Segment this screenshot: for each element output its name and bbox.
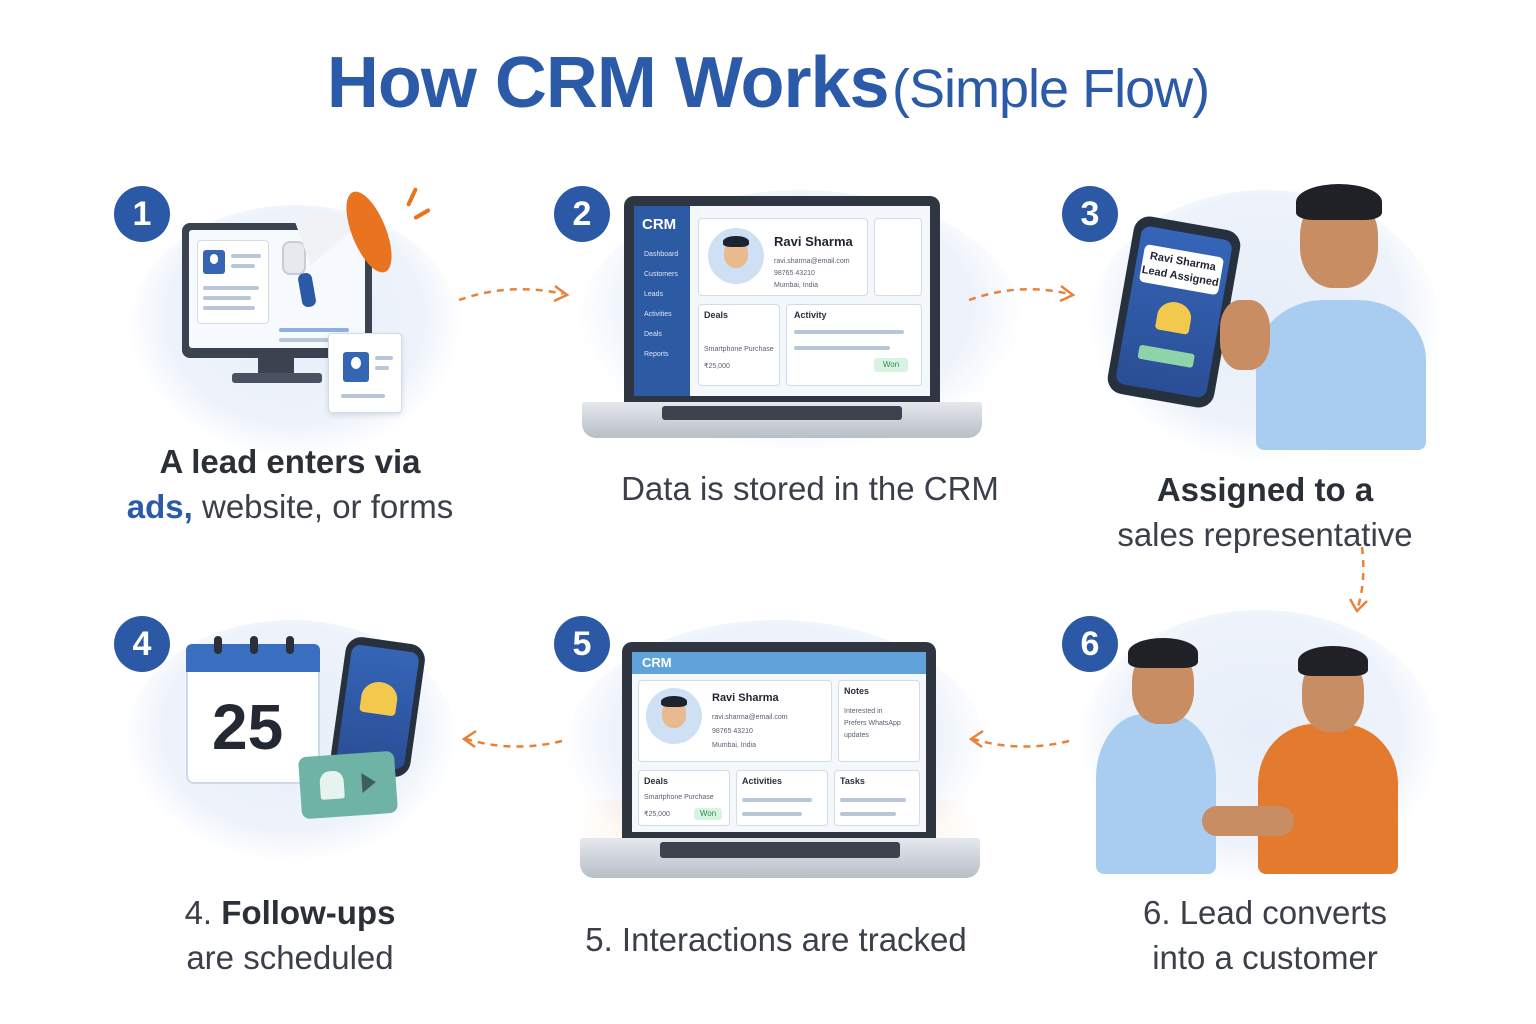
bell-icon [1154, 299, 1194, 335]
step-4-caption-bold: Follow-ups [221, 894, 396, 931]
deals-label: Deals [704, 310, 729, 320]
monitor-stand [258, 358, 294, 374]
info-card [874, 218, 922, 296]
tasks-label: Tasks [840, 776, 865, 786]
step-3: Ravi Sharma Lead Assigned Assigned to a … [1070, 180, 1470, 560]
step-6: 6. Lead converts into a customer [1070, 610, 1470, 980]
step-1: A lead enters via ads, website, or forms [110, 185, 470, 535]
notes-line-1: Interested in [844, 708, 883, 715]
step-badge-4: 4 [114, 616, 170, 672]
contact-phone: 98765 43210 [712, 728, 753, 735]
step-2-caption: Data is stored in the CRM [621, 470, 999, 507]
contact-location: Mumbai, India [712, 742, 756, 749]
deal-item: Smartphone Purchase [704, 346, 774, 353]
step-badge-6: 6 [1062, 616, 1118, 672]
notes-line-2: Prefers WhatsApp [844, 720, 901, 727]
step-5: CRM Ravi Sharma ravi.sharma@email.com 98… [556, 620, 996, 970]
step-1-caption: A lead enters via ads, website, or forms [110, 439, 470, 529]
phone-action-button[interactable] [1137, 344, 1195, 369]
step-4-caption: 4. Follow-ups are scheduled [110, 890, 470, 980]
deals-card [698, 304, 780, 386]
contact-email: ravi.sharma@email.com [774, 258, 850, 265]
sales-rep-shirt [1256, 300, 1426, 450]
step-4-caption-line2: are scheduled [186, 939, 394, 976]
contact-name: Ravi Sharma [774, 234, 853, 249]
step-1-caption-accent: ads, [126, 488, 193, 525]
calendar-day: 25 [212, 691, 284, 763]
megaphone-icon [280, 185, 401, 308]
nav-item-reports[interactable]: Reports [644, 351, 669, 358]
nav-item-dashboard[interactable]: Dashboard [644, 251, 679, 258]
deal-status-badge: Won [694, 808, 722, 820]
crm-app-label: CRM [642, 216, 677, 233]
nav-item-deals[interactable]: Deals [644, 331, 662, 338]
deals-label: Deals [644, 776, 669, 786]
notes-card [838, 680, 920, 762]
deal-status-badge: Won [874, 358, 908, 372]
crm-header-bar [632, 652, 926, 674]
activity-label: Activity [794, 310, 827, 320]
contact-location: Mumbai, India [774, 282, 818, 289]
nav-item-leads[interactable]: Leads [644, 291, 664, 298]
laptop-base [582, 402, 982, 438]
step-6-caption-line1: 6. Lead converts [1143, 894, 1387, 931]
title-main: How CRM Works [326, 43, 890, 123]
step-badge-2: 2 [554, 186, 610, 242]
crm-sidebar [634, 206, 690, 396]
step-1-caption-line1: A lead enters via [159, 443, 421, 480]
monitor-icon [182, 223, 372, 358]
deal-amount: ₹25,000 [644, 811, 670, 818]
flow-arrow-3-to-6 [1348, 546, 1368, 614]
step-4: 25 4. Follow-ups are scheduled [110, 610, 470, 980]
step-5-caption: 5. Interactions are tracked [585, 921, 967, 958]
contact-avatar [708, 228, 764, 284]
step-3-caption-line1: Assigned to a [1156, 471, 1374, 508]
monitor-base [232, 373, 322, 383]
reminder-card-icon [297, 750, 399, 820]
deal-item: Smartphone Purchase [644, 794, 714, 801]
sparkle-lines-icon [400, 185, 440, 235]
flow-arrow-1-to-2 [458, 285, 570, 303]
notes-label: Notes [844, 686, 870, 696]
laptop-base [580, 838, 980, 878]
title-sub: (Simple Flow) [892, 59, 1210, 119]
step-3-caption-line2: sales representative [1117, 516, 1413, 553]
step-badge-1: 1 [114, 186, 170, 242]
phone-notification: Ravi Sharma Lead Assigned [1138, 243, 1225, 296]
flow-arrow-2-to-3 [968, 285, 1076, 303]
step-1-caption-rest: website, or forms [192, 488, 454, 525]
flow-arrow-6-to-5 [968, 729, 1070, 749]
activity-card [786, 304, 922, 386]
calendar-icon: 25 [186, 636, 320, 784]
page-title: How CRM Works (Simple Flow) [0, 42, 1536, 124]
step-badge-3: 3 [1062, 186, 1118, 242]
step-6-caption: 6. Lead converts into a customer [1050, 890, 1480, 980]
contact-avatar [646, 688, 702, 744]
step-3-caption: Assigned to a sales representative [1050, 467, 1480, 557]
step-2: CRM Dashboard Customers Leads Activities… [560, 180, 1040, 510]
step-4-caption-prefix: 4. [184, 894, 222, 931]
notes-line-3: updates [844, 732, 869, 739]
laptop-icon: CRM Ravi Sharma ravi.sharma@email.com 98… [622, 642, 936, 842]
activities-label: Activities [742, 776, 783, 786]
bell-icon [359, 679, 400, 717]
flow-arrow-5-to-4 [461, 729, 563, 749]
contact-card-icon [328, 333, 402, 413]
step-6-caption-line2: into a customer [1152, 939, 1378, 976]
crm-app-label: CRM [642, 655, 672, 670]
nav-item-activities[interactable]: Activities [644, 311, 672, 318]
handshake-people-icon [1090, 630, 1420, 880]
contact-name: Ravi Sharma [712, 692, 779, 704]
nav-item-customers[interactable]: Customers [644, 271, 678, 278]
laptop-icon: CRM Dashboard Customers Leads Activities… [624, 196, 940, 406]
contact-email: ravi.sharma@email.com [712, 714, 788, 721]
deal-amount: ₹25,000 [704, 363, 730, 370]
contact-phone: 98765 43210 [774, 270, 815, 277]
step-badge-5: 5 [554, 616, 610, 672]
